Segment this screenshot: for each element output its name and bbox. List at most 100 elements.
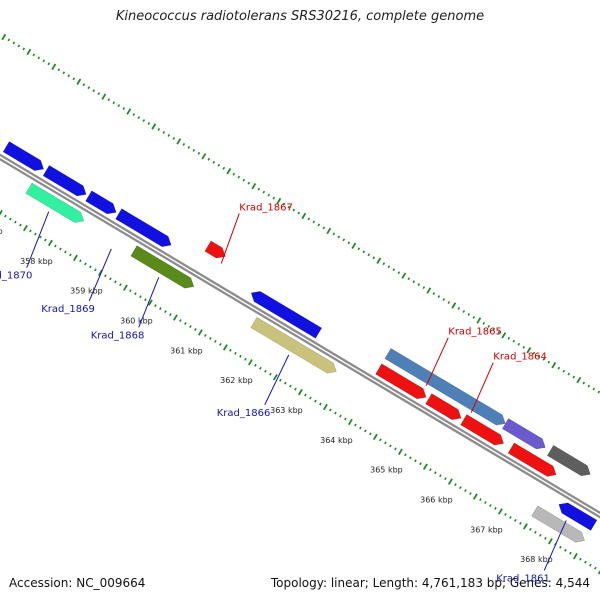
tick-mark [372, 256, 376, 260]
tick-mark [82, 83, 86, 87]
tick-mark [351, 242, 357, 250]
gene-feature[interactable] [250, 316, 340, 377]
tick-mark [264, 369, 267, 373]
tick-mark [429, 468, 432, 472]
tick-mark [172, 314, 178, 321]
tick-mark [89, 265, 92, 269]
tick-mark [534, 530, 537, 534]
tick-mark [201, 153, 207, 160]
tick-mark [29, 229, 32, 233]
tick-mark [522, 345, 526, 349]
genome-backbone [0, 153, 600, 519]
tick-mark [547, 538, 553, 545]
gene-label[interactable]: Krad_1869 [41, 304, 95, 315]
tick-mark [197, 329, 203, 336]
tick-mark [134, 292, 137, 296]
tick-mark [354, 423, 357, 427]
tick-mark [482, 321, 486, 325]
tick-mark [547, 360, 551, 364]
kbp-label: 363 kbp [270, 406, 303, 415]
tick-mark [147, 122, 151, 125]
tick-mark [37, 56, 41, 60]
tick-mark [329, 408, 332, 412]
tick-mark [14, 220, 17, 224]
tick-mark [94, 268, 97, 272]
tick-mark [57, 68, 61, 72]
tick-mark [257, 187, 261, 191]
tick-mark [494, 507, 497, 510]
gene-feature[interactable] [85, 190, 120, 218]
tick-mark [509, 515, 512, 519]
tick-mark [157, 128, 161, 131]
gene-label[interactable]: Krad_1865 [448, 327, 502, 338]
tick-mark [454, 483, 457, 487]
gene-feature[interactable] [42, 164, 89, 199]
tick-mark [239, 354, 242, 358]
tick-mark [122, 284, 128, 291]
tick-mark [397, 271, 401, 275]
tick-mark [407, 277, 411, 281]
tick-mark [109, 277, 112, 281]
tick-mark [144, 298, 147, 302]
gene-feature[interactable] [248, 288, 323, 339]
gene-label[interactable]: Krad_1864 [493, 352, 547, 363]
tick-mark [114, 280, 117, 284]
gene-feature[interactable] [25, 182, 87, 226]
tick-mark [92, 89, 96, 93]
tick-mark [519, 521, 522, 525]
tick-mark [294, 387, 297, 391]
tick-mark [342, 238, 346, 242]
tick-mark [72, 77, 76, 81]
tick-mark [104, 274, 107, 278]
gene-feature[interactable] [460, 414, 507, 449]
tick-mark [219, 342, 222, 346]
tick-mark [247, 181, 251, 185]
tick-mark [557, 366, 561, 370]
kbp-label: 357 kbp [0, 227, 3, 236]
tick-mark [359, 426, 362, 430]
gene-feature[interactable] [204, 240, 229, 262]
gene-label[interactable]: Krad_1868 [91, 330, 145, 341]
gene-feature[interactable] [384, 347, 509, 428]
gene-feature[interactable] [115, 208, 175, 251]
tick-mark [162, 131, 166, 134]
tick-mark [442, 298, 446, 301]
gene-feature[interactable] [546, 444, 593, 479]
tick-mark [204, 334, 207, 337]
tick-row-above [0, 33, 600, 394]
gene-label[interactable]: Krad_1861 [496, 573, 550, 584]
tick-mark [414, 459, 417, 463]
tick-mark [272, 196, 276, 200]
tick-mark [367, 253, 371, 257]
gene-feature[interactable] [425, 393, 465, 424]
tick-mark [437, 295, 441, 298]
gene-feature[interactable] [2, 141, 47, 175]
tick-mark [4, 214, 7, 218]
gene-feature[interactable] [501, 418, 548, 452]
tick-mark [597, 390, 600, 394]
tick-mark [539, 533, 542, 537]
gene-feature[interactable] [375, 363, 430, 403]
gene-label[interactable]: Krad_1866 [217, 408, 271, 419]
tick-mark [479, 498, 482, 501]
gene-feature[interactable] [130, 245, 197, 292]
tick-mark [462, 310, 466, 313]
gene-feature[interactable] [531, 505, 588, 546]
tick-mark [226, 168, 232, 175]
tick-mark [51, 63, 57, 71]
tick-mark [222, 166, 226, 170]
tick-mark [542, 357, 546, 361]
gene-feature[interactable] [507, 442, 559, 480]
gene-label[interactable]: Krad_1870 [0, 271, 32, 282]
tick-mark [12, 41, 16, 45]
tick-mark [409, 456, 412, 460]
tick-mark [154, 304, 157, 308]
tick-mark [269, 372, 272, 376]
tick-mark [322, 403, 328, 411]
gene-feature[interactable] [556, 499, 598, 531]
tick-mark [212, 160, 216, 164]
kbp-label: 366 kbp [420, 496, 453, 505]
tick-mark [192, 148, 196, 152]
kbp-label: 367 kbp [470, 525, 503, 534]
gene-label[interactable]: Krad_1867 [239, 202, 293, 213]
